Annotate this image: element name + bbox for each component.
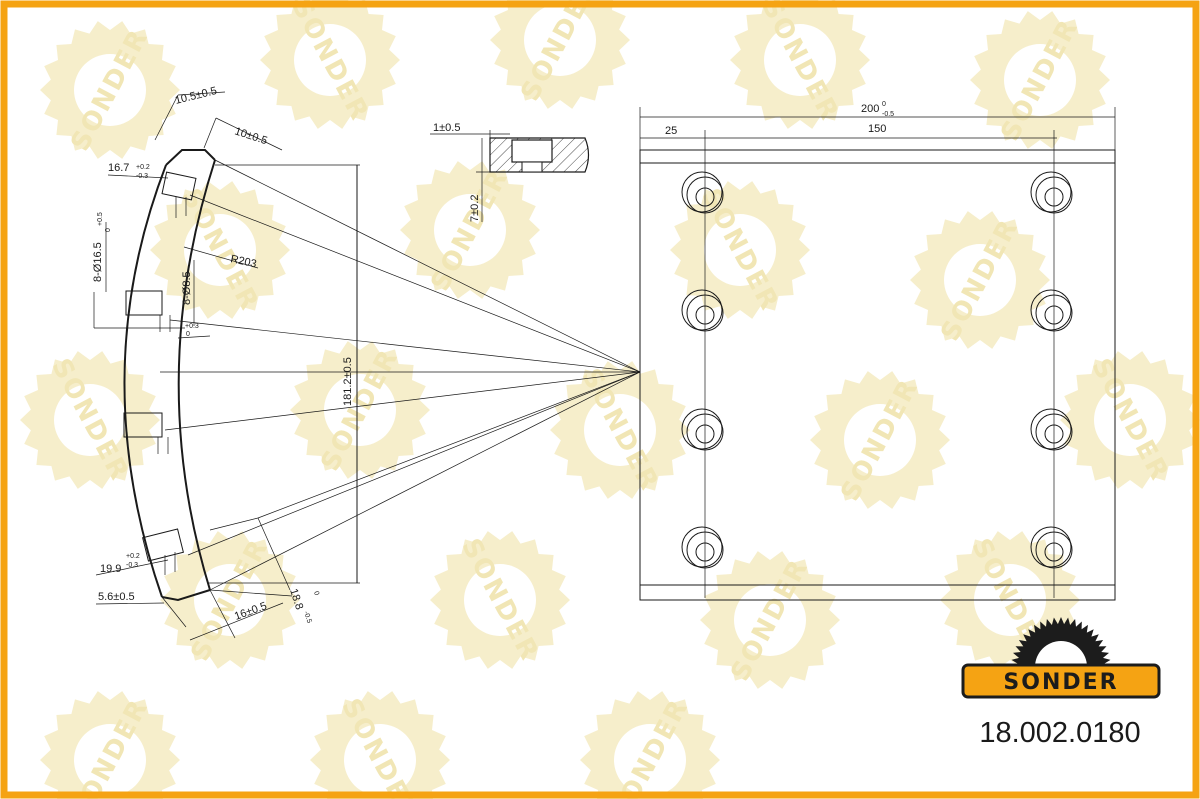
counterbore-dim: 8-Ø16.5 [92,242,104,282]
hole-dim: 8-Ø8.5 [181,271,193,305]
sonder-logo: SONDER [961,617,1161,699]
svg-text:-0.5: -0.5 [302,610,312,624]
rivet-hole [681,408,724,451]
chord-label: 181.2±0.5 [342,357,354,406]
rivet-hole [681,289,724,332]
top-edge-dim: 10.5±0.5 [174,85,218,107]
rivet-hole [123,412,169,454]
svg-text:-0.3: -0.3 [126,562,138,569]
svg-text:0: 0 [312,590,320,596]
height-top-dim: 16.7 [108,162,129,174]
radial-line [214,159,641,373]
lining-bottom-edge [161,589,211,602]
rivet-hole [125,290,171,332]
logo-plate [961,663,1161,699]
step-dim: 1±0.5 [433,122,460,134]
radial-line [169,319,641,373]
svg-text:+0.3: +0.3 [185,323,199,330]
lining-top-edge [165,149,216,166]
section-view: 1±0.5 7±0.2 [430,122,590,222]
radial-line [189,194,641,373]
svg-text:-0.5: -0.5 [882,111,894,118]
svg-text:0: 0 [882,101,886,108]
width-dim: 200 [861,103,879,115]
svg-text:0: 0 [105,228,112,232]
svg-text:+0.2: +0.2 [126,553,140,560]
rivet-grid [681,171,1073,569]
radial-line [257,371,641,519]
rivet-hole [1030,171,1073,214]
rivet-hole [142,528,184,575]
bottom-edge-dim: 5.6±0.5 [98,591,135,603]
svg-text:+0.2: +0.2 [136,164,150,171]
lining-inner-arc [177,159,216,591]
section-hole [521,161,543,173]
svg-text:-0.3: -0.3 [136,173,148,180]
radial-line [187,371,641,556]
radial-line [209,371,641,591]
plan-view: 200 0 -0.5 25 150 [639,101,1116,601]
offset-dim: 25 [665,125,677,137]
radial-construction-lines [160,159,641,591]
radius-dim: R203 [229,253,257,270]
top-edge2-dim: 10±0.5 [233,125,269,147]
depth-dim: 7±0.2 [469,195,481,222]
spacing-dim: 150 [868,123,886,135]
plan-outline [639,149,1116,601]
rivet-hole [1030,526,1073,569]
rivet-hole [161,171,197,218]
part-number: 18.002.0180 [979,717,1140,749]
svg-text:0: 0 [186,331,190,338]
brand-name: SONDER [1003,670,1118,695]
radial-line [164,371,641,431]
lining-outer-arc [123,164,167,598]
rivet-hole [1030,289,1073,332]
rivet-hole [1030,408,1073,451]
section-counterbore [511,139,553,163]
rivet-hole [681,171,724,214]
svg-text:+0.5: +0.5 [97,212,104,226]
rivet-hole [681,526,724,569]
height-bottom-dim: 19.9 [100,563,121,575]
